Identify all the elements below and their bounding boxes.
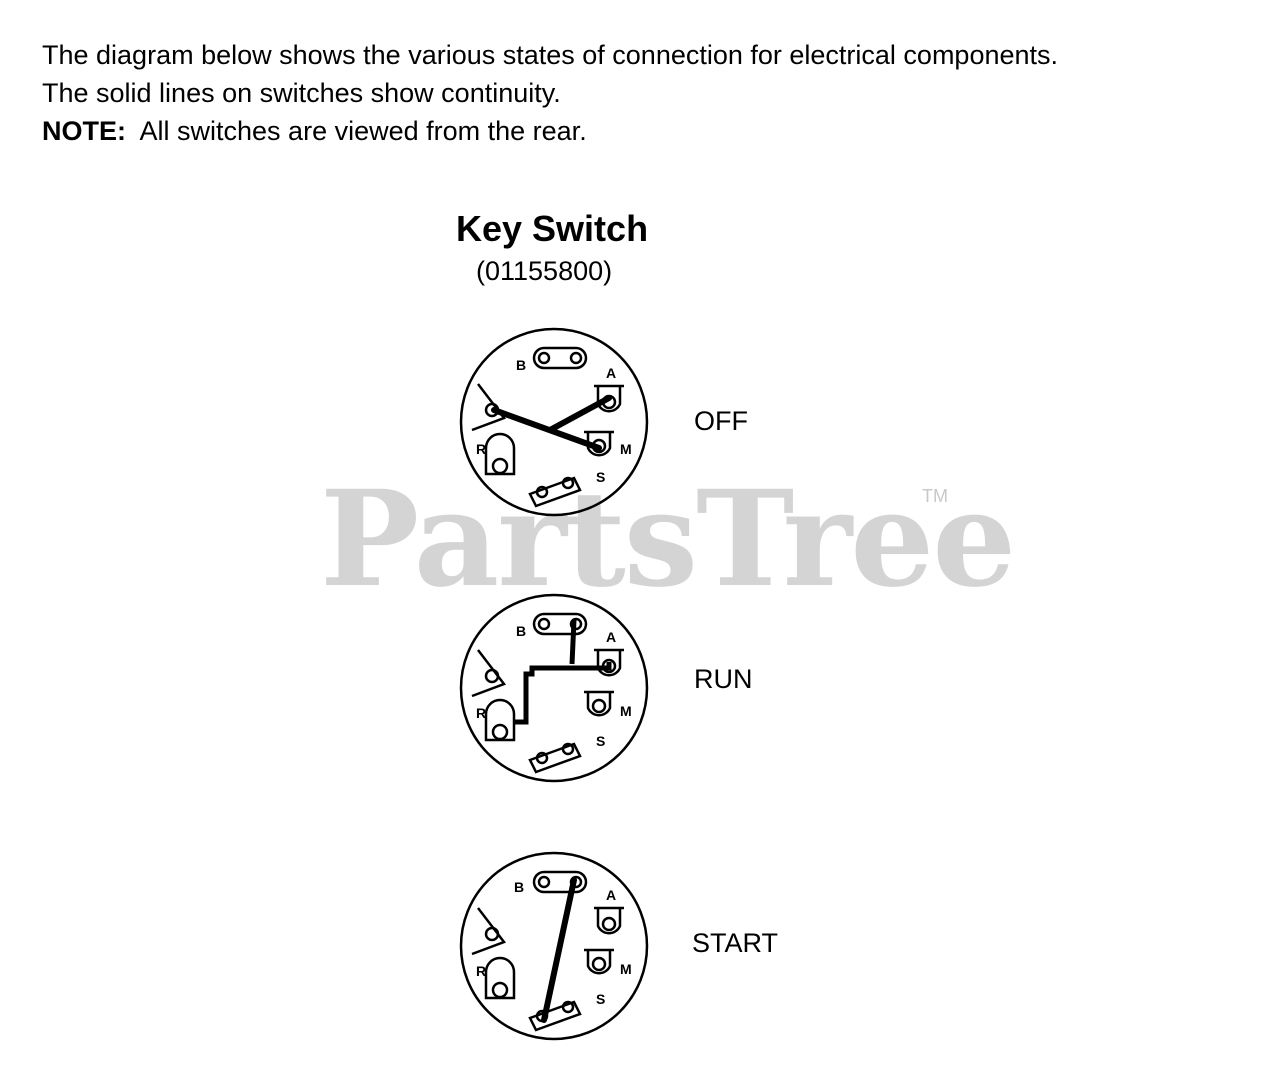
- diagram-title: Key Switch: [456, 208, 649, 249]
- svg-text:M: M: [620, 961, 632, 977]
- state-label-start: START: [692, 928, 779, 958]
- svg-text:B: B: [514, 879, 524, 895]
- switch-diagram-start: B A M R S: [459, 851, 649, 1041]
- state-label-off: OFF: [694, 406, 748, 436]
- svg-text:B: B: [516, 357, 526, 373]
- svg-text:R: R: [476, 963, 486, 979]
- part-number: (01155800): [476, 256, 613, 286]
- svg-text:R: R: [476, 705, 486, 721]
- note-line: NOTE: All switches are viewed from the r…: [42, 112, 1058, 150]
- switch-diagram-off: B A M R S: [459, 327, 649, 517]
- note-label: NOTE:: [42, 116, 126, 146]
- state-label-run: RUN: [694, 664, 753, 694]
- intro-line-1: The diagram below shows the various stat…: [42, 40, 1059, 70]
- trademark-symbol: TM: [922, 486, 948, 506]
- svg-text:R: R: [476, 441, 486, 457]
- svg-text:S: S: [596, 469, 605, 485]
- svg-text:A: A: [606, 629, 616, 645]
- svg-text:A: A: [606, 365, 616, 381]
- svg-text:M: M: [620, 441, 632, 457]
- switch-diagram-run: B A M R S: [459, 593, 649, 783]
- intro-text: The diagram below shows the various stat…: [42, 36, 1058, 150]
- svg-text:S: S: [596, 991, 605, 1007]
- intro-line-2: The solid lines on switches show continu…: [42, 78, 561, 108]
- svg-text:B: B: [516, 623, 526, 639]
- svg-text:A: A: [606, 887, 616, 903]
- note-text: All switches are viewed from the rear.: [139, 116, 587, 146]
- svg-text:S: S: [596, 733, 605, 749]
- parts-tree-watermark: PartsTree: [320, 462, 1016, 617]
- svg-text:M: M: [620, 703, 632, 719]
